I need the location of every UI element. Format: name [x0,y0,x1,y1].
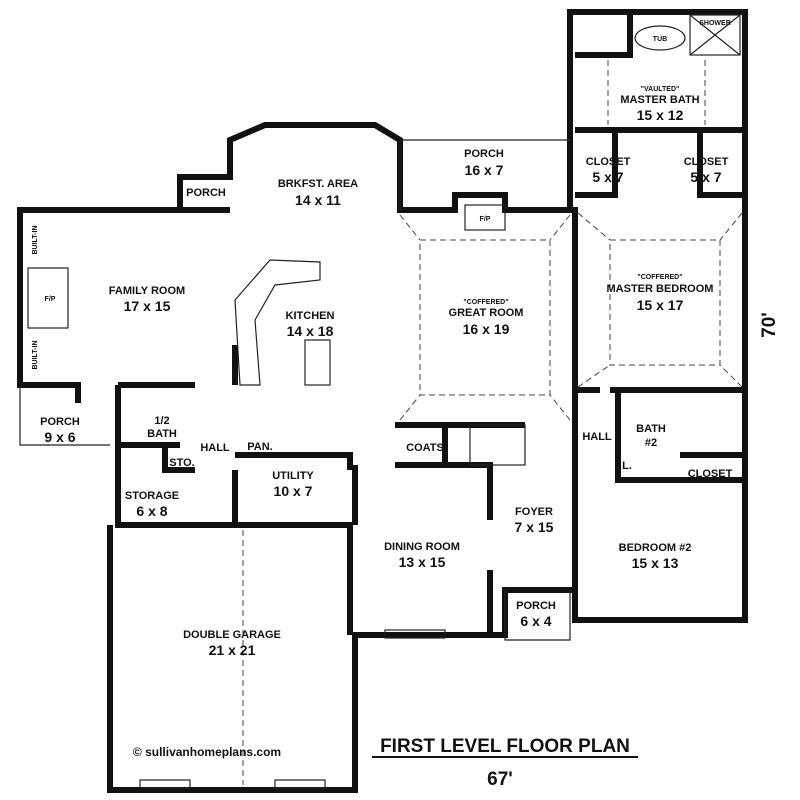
master-bath-label: MASTER BATH [620,94,699,106]
plan-annotations: © sullivanhomeplans.com FIRST LEVEL FLOO… [133,312,780,790]
closet-right-size: 5 x 7 [690,169,721,185]
builtin-top-label: BUILT-IN [32,225,39,254]
garage-label: DOUBLE GARAGE [183,629,281,641]
great-room-size: 16 x 19 [463,321,510,337]
room-labels: PORCH BRKFST. AREA 14 x 11 PORCH 16 x 7 … [40,86,732,658]
great-room-label: GREAT ROOM [449,307,524,319]
width-dimension: 67' [487,769,513,790]
plan-title: FIRST LEVEL FLOOR PLAN [380,736,630,757]
master-bedroom-note: "COFFERED" [637,274,682,281]
builtin-bottom-label: BUILT-IN [32,340,39,369]
depth-dimension: 70' [759,312,780,338]
pantry-label: PAN. [247,441,272,453]
dining-size: 13 x 15 [399,554,446,570]
hall-right-label: HALL [582,431,612,443]
bath2-label: BATH [636,423,666,435]
closet-bed2-label: CLOSET [688,468,733,480]
closet-left-size: 5 x 7 [592,169,623,185]
kitchen-counter-icon [234,259,321,386]
porch-left-size: 9 x 6 [44,429,75,445]
master-bath-size: 15 x 12 [637,107,684,123]
kitchen-label: KITCHEN [286,310,335,322]
foyer-size: 7 x 15 [515,519,554,535]
bedroom2-label: BEDROOM #2 [619,542,692,554]
utility-size: 10 x 7 [274,483,313,499]
dining-label: DINING ROOM [384,541,460,553]
window [139,779,191,789]
breakfast-label: BRKFST. AREA [278,178,358,190]
fp-great-label: F/P [480,216,491,223]
tub-label: TUB [653,36,667,43]
master-bedroom-label: MASTER BEDROOM [607,283,714,295]
window [274,779,326,789]
great-room-note: "COFFERED" [463,299,508,306]
master-bath-note: "VAULTED" [641,86,680,93]
copyright: © sullivanhomeplans.com [133,745,281,759]
closet-right-label: CLOSET [684,156,729,168]
fireplace-icon [464,204,506,231]
porch-front-label: PORCH [516,600,556,612]
fp-family-label: F/P [45,296,56,303]
bath2-number: #2 [645,437,657,449]
shower-label: SHOWER [699,20,731,27]
utility-label: UTILITY [272,470,314,482]
shower-icon [689,14,741,56]
kitchen-island-icon [304,339,331,386]
porch-left-label: PORCH [40,416,80,428]
half-bath-label-2: BATH [147,428,177,440]
kitchen-size: 14 x 18 [287,323,334,339]
fixtures [27,14,741,789]
sto-label: STO. [169,457,194,469]
tub-icon [634,25,686,51]
porch-top-left-label: PORCH [186,187,226,199]
hall-left-label: HALL [200,442,230,454]
porch-rear-label: PORCH [464,148,504,160]
family-room-size: 17 x 15 [124,298,171,314]
closet-left-label: CLOSET [586,156,631,168]
interior-walls [118,12,745,635]
stairs-icon [469,424,526,466]
porch-front-size: 6 x 4 [520,613,551,629]
garage-size: 21 x 21 [209,642,256,658]
storage-label: STORAGE [125,490,179,502]
foyer-label: FOYER [515,506,553,518]
bedroom2-size: 15 x 13 [632,555,679,571]
window [384,629,446,639]
family-room-label: FAMILY ROOM [109,285,185,297]
linen-label: L. [622,460,632,472]
porch-rear-size: 16 x 7 [465,162,504,178]
fireplace-icon [27,267,69,329]
half-bath-label: 1/2 [154,415,169,427]
fixture-labels: TUB SHOWER F/P F/P BUILT-IN BUILT-IN [32,20,731,370]
master-bedroom-size: 15 x 17 [637,297,684,313]
storage-size: 6 x 8 [136,503,167,519]
coats-label: COATS [406,442,444,454]
breakfast-size: 14 x 11 [295,192,341,208]
ceiling-lines [242,60,743,785]
